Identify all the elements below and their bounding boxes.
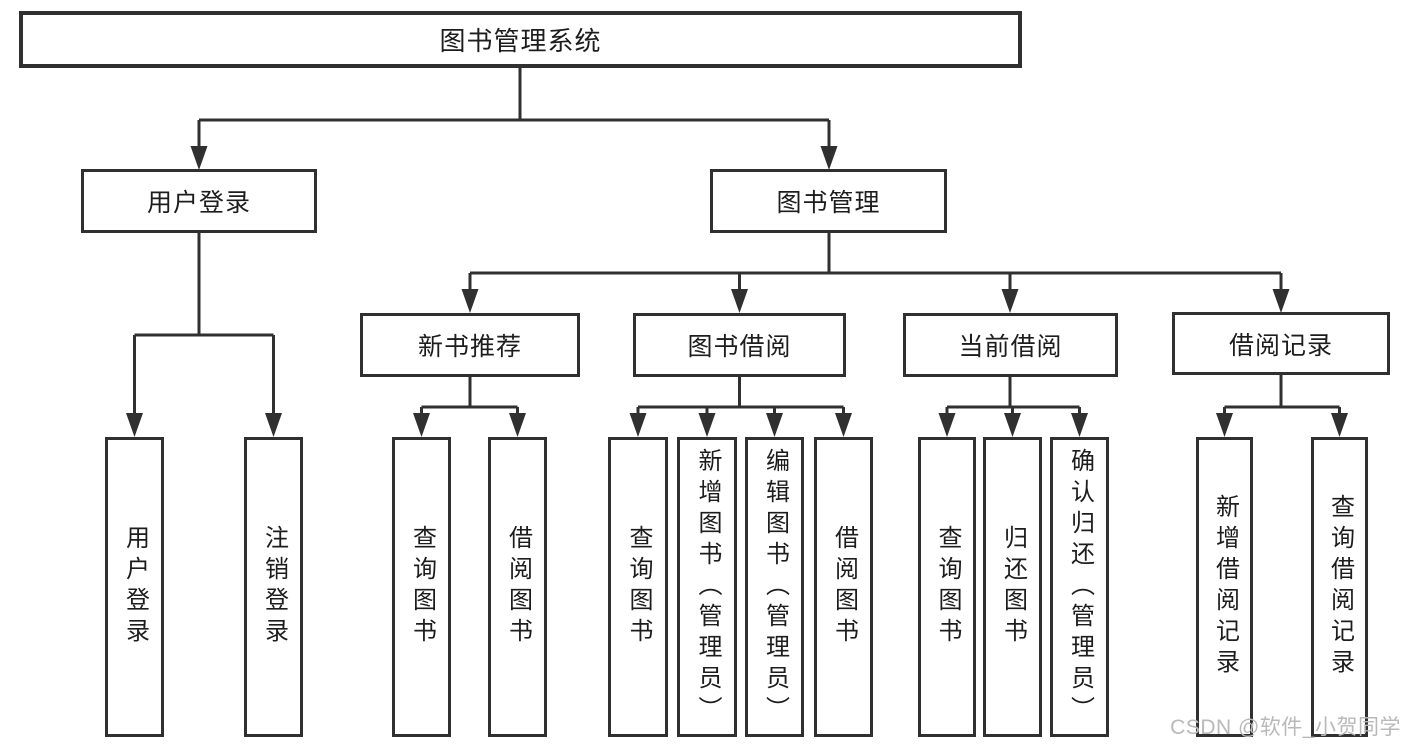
leaf-user-login-label: 用户登录 <box>121 525 149 649</box>
arrowhead <box>509 413 526 437</box>
leaf-return-book-label: 归还图书 <box>999 525 1027 649</box>
leaf-confirm-return-admin: 确认归还（管理员） <box>1050 437 1109 737</box>
arrowhead <box>835 413 852 437</box>
arrowhead <box>190 146 208 170</box>
arrowhead <box>820 146 838 170</box>
leaf-query-books-recommend-label: 查询图书 <box>408 525 436 649</box>
leaf-query-books-borrowing: 查询图书 <box>608 437 668 737</box>
leaf-query-borrow-record: 查询借阅记录 <box>1311 437 1368 737</box>
leaf-borrow-books: 借阅图书 <box>814 437 873 737</box>
arrowhead <box>629 413 647 437</box>
arrowhead <box>731 289 748 313</box>
leaf-query-borrow-record-label: 查询借阅记录 <box>1326 494 1354 680</box>
arrowhead <box>1001 289 1019 313</box>
connector-lines <box>945 377 1081 419</box>
connector-current-borrowing-split <box>938 377 1088 437</box>
connector-lines <box>468 233 1283 295</box>
node-user-login-label: 用户登录 <box>146 189 251 217</box>
arrowhead <box>1216 413 1233 437</box>
node-user-login: 用户登录 <box>81 169 317 233</box>
leaf-edit-book-admin: 编辑图书（管理员） <box>745 437 804 737</box>
leaf-confirm-return-admin-label: 确认归还（管理员） <box>1066 447 1094 727</box>
leaf-return-book: 归还图书 <box>983 437 1042 737</box>
node-book-management: 图书管理 <box>710 169 947 233</box>
arrowhead <box>698 413 716 437</box>
leaf-user-login: 用户登录 <box>105 437 164 737</box>
connector-book-management-split <box>461 233 1290 313</box>
arrowhead <box>938 413 956 437</box>
leaf-query-books-current: 查询图书 <box>918 437 976 737</box>
arrowhead <box>1331 413 1348 437</box>
connector-lines <box>1223 375 1341 419</box>
node-current-borrowing-label: 当前借阅 <box>958 333 1063 361</box>
leaf-add-borrow-record: 新增借阅记录 <box>1196 437 1253 737</box>
leaf-logout: 注销登录 <box>244 437 303 737</box>
node-current-borrowing: 当前借阅 <box>903 313 1118 377</box>
arrowhead <box>413 413 430 437</box>
leaf-logout-label: 注销登录 <box>260 525 288 649</box>
connector-borrowing-records-split <box>1216 375 1348 437</box>
csdn-watermark: CSDN @软件_小贺同学 <box>1170 716 1401 739</box>
leaf-add-book-admin: 新增图书（管理员） <box>677 437 737 737</box>
node-borrowing-records-label: 借阅记录 <box>1228 331 1333 360</box>
leaf-borrow-books-recommend: 借阅图书 <box>488 437 547 737</box>
leaf-edit-book-admin-label: 编辑图书（管理员） <box>761 447 789 727</box>
leaf-query-books-borrowing-label: 查询图书 <box>625 525 652 649</box>
node-new-book-recommend-label: 新书推荐 <box>417 333 522 361</box>
connector-lines <box>197 68 831 152</box>
connector-user-login-split <box>126 233 282 437</box>
leaf-query-books-recommend: 查询图书 <box>392 437 451 737</box>
node-book-borrowing: 图书借阅 <box>633 313 846 377</box>
arrowhead <box>1004 413 1021 437</box>
arrowhead <box>1272 289 1290 313</box>
connector-lines <box>133 233 275 419</box>
arrowhead <box>265 413 282 437</box>
arrowhead <box>766 413 783 437</box>
arrowhead <box>126 413 143 437</box>
leaf-borrow-books-recommend-label: 借阅图书 <box>504 525 532 649</box>
leaf-borrow-books-label: 借阅图书 <box>830 525 858 649</box>
connector-new-book-recommend-split <box>413 377 526 437</box>
node-library-system: 图书管理系统 <box>19 11 1022 68</box>
node-book-management-label: 图书管理 <box>776 189 881 217</box>
node-book-borrowing-label: 图书借阅 <box>687 333 792 361</box>
connector-root-split <box>190 68 838 170</box>
node-new-book-recommend: 新书推荐 <box>360 313 580 377</box>
connector-lines <box>636 377 845 419</box>
leaf-query-books-current-label: 查询图书 <box>934 525 961 649</box>
connector-book-borrowing-split <box>629 377 852 437</box>
node-borrowing-records: 借阅记录 <box>1172 312 1390 375</box>
leaf-add-book-admin-label: 新增图书（管理员） <box>694 447 721 727</box>
connector-lines <box>420 377 519 419</box>
arrowhead <box>1071 413 1088 437</box>
leaf-add-borrow-record-label: 新增借阅记录 <box>1211 494 1239 680</box>
node-library-system-label: 图书管理系统 <box>439 26 602 56</box>
arrowhead <box>461 289 479 313</box>
